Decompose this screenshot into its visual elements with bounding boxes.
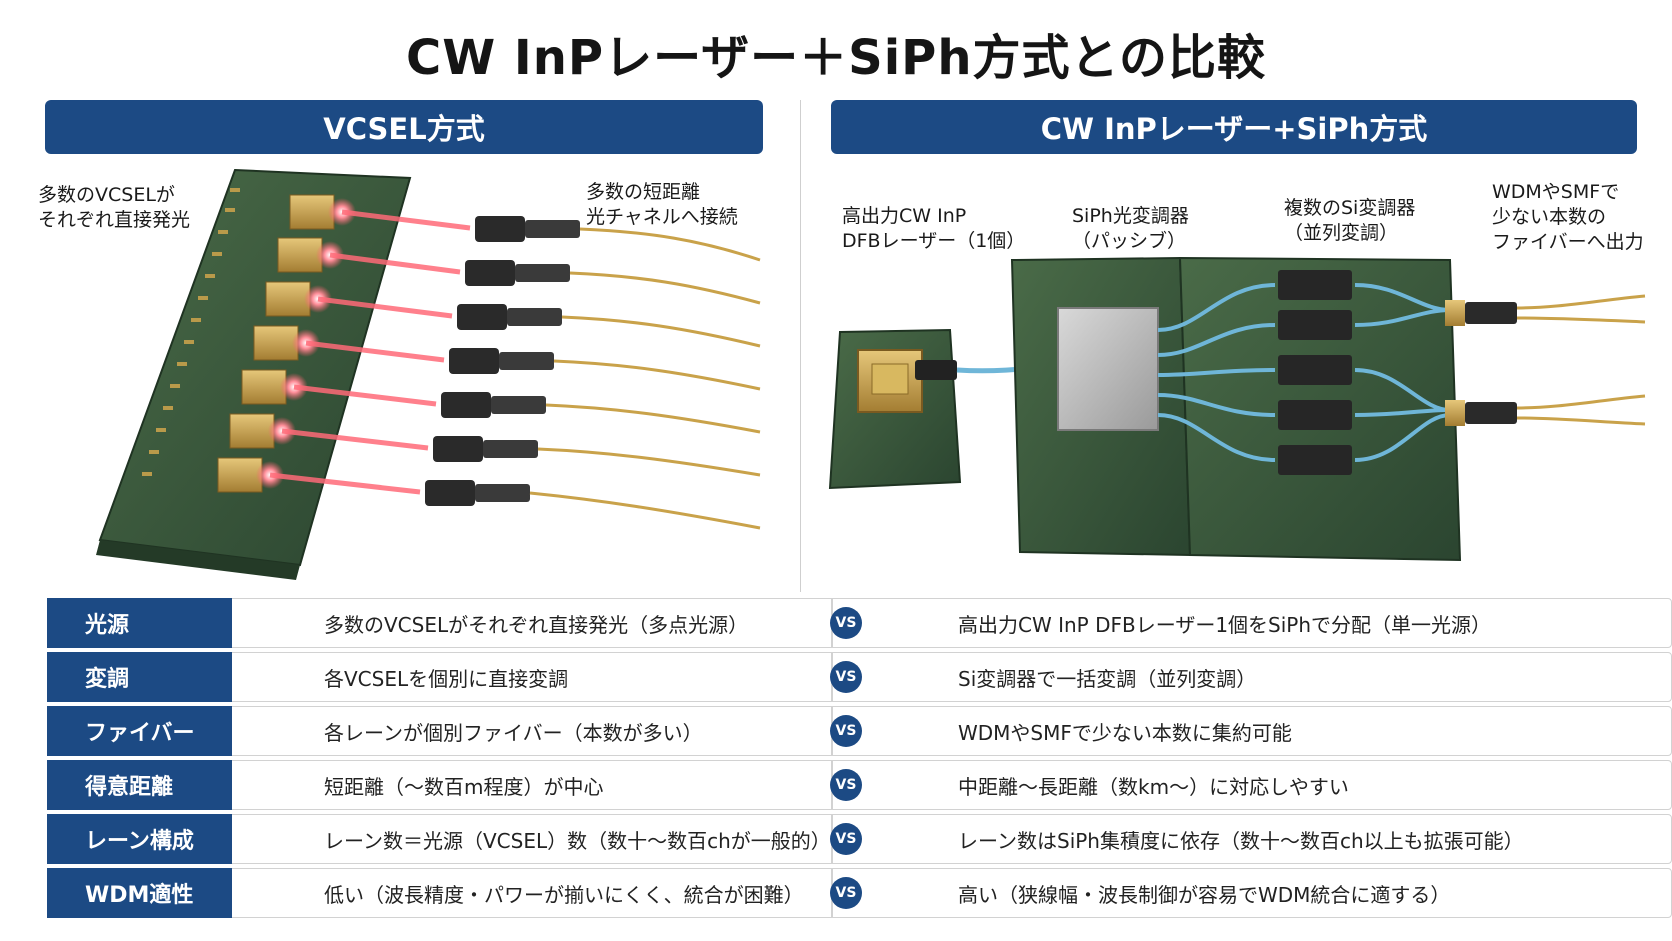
vcsel-channel <box>265 281 761 348</box>
row-label: ファイバー <box>47 706 232 756</box>
callout-wdm-output: WDMやSMFで 少ない本数の ファイバーへ出力 <box>1492 181 1644 253</box>
table-row: WDM適性 低い（波長精度・パワーが揃いにくく、統合が困難） 高い（狭線幅・波長… <box>47 868 1672 918</box>
vcsel-cell: レーン数＝光源（VCSEL）数（数十〜数百chが一般的） <box>232 814 832 864</box>
si-modulators <box>1278 270 1352 475</box>
table-row: 光源 多数のVCSELがそれぞれ直接発光（多点光源） 高出力CW InP DFB… <box>47 598 1672 648</box>
callout-vcsel-sources: 多数のVCSELが それぞれ直接発光 <box>38 184 191 231</box>
vcsel-channel <box>253 325 761 391</box>
vcsel-channel <box>241 369 761 434</box>
panel-divider <box>800 100 801 592</box>
waveguides <box>1157 283 1451 462</box>
vcsel-channel <box>217 457 761 530</box>
siph-board <box>1010 256 1462 562</box>
si-modulator <box>1278 445 1352 475</box>
siph-cell: 高い（狭線幅・波長制御が容易でWDM統合に適する） <box>832 868 1672 918</box>
row-label: レーン構成 <box>47 814 232 864</box>
vs-badge: VS <box>830 877 862 909</box>
vcsel-cell: 各レーンが個別ファイバー（本数が多い） <box>232 706 832 756</box>
vcsel-cell: 多数のVCSELがそれぞれ直接発光（多点光源） <box>232 598 832 648</box>
siph-splitter-chip <box>1057 307 1159 431</box>
illustration <box>96 168 1646 580</box>
vcsel-channel <box>229 413 761 477</box>
vs-badge: VS <box>830 715 862 747</box>
vs-badge: VS <box>830 823 862 855</box>
siph-cell: WDMやSMFで少ない本数に集約可能 <box>832 706 1672 756</box>
vcsel-channel <box>277 237 761 305</box>
callout-si-modulators: 複数のSi変調器 （並列変調） <box>1284 197 1416 244</box>
table-row: ファイバー 各レーンが個別ファイバー（本数が多い） WDMやSMFで少ない本数に… <box>47 706 1672 756</box>
vcsel-cell: 短距離（〜数百m程度）が中心 <box>232 760 832 810</box>
vcsel-section-header: VCSEL方式 <box>45 100 763 154</box>
siph-section-header: CW InPレーザー+SiPh方式 <box>831 100 1637 154</box>
si-modulator <box>1278 310 1352 340</box>
siph-cell: 高出力CW InP DFBレーザー1個をSiPhで分配（単一光源） <box>832 598 1672 648</box>
si-modulator <box>1278 400 1352 430</box>
table-row: 変調 各VCSELを個別に直接変調 Si変調器で一括変調（並列変調） VS <box>47 652 1672 702</box>
table-row: 得意距離 短距離（〜数百m程度）が中心 中距離〜長距離（数km〜）に対応しやすい… <box>47 760 1672 810</box>
row-label: WDM適性 <box>47 868 232 918</box>
vcsel-channels <box>217 194 761 530</box>
callout-short-channels: 多数の短距離 光チャネルへ接続 <box>586 181 738 228</box>
vs-badge: VS <box>830 661 862 693</box>
output-connectors <box>1445 294 1646 426</box>
vcsel-cell: 各VCSELを個別に直接変調 <box>232 652 832 702</box>
table-row: レーン構成 レーン数＝光源（VCSEL）数（数十〜数百chが一般的） レーン数は… <box>47 814 1672 864</box>
siph-cell: レーン数はSiPh集積度に依存（数十〜数百ch以上も拡張可能） <box>832 814 1672 864</box>
page-title: CW InPレーザー＋SiPh方式との比較 <box>405 30 1267 86</box>
vcsel-cell: 低い（波長精度・パワーが揃いにくく、統合が困難） <box>232 868 832 918</box>
callout-siph-splitter: SiPh光変調器 （パッシブ） <box>1072 205 1189 252</box>
si-modulator <box>1278 270 1352 300</box>
callout-dfb-laser: 高出力CW InP DFBレーザー（1個） <box>842 205 1026 252</box>
vcsel-channel <box>289 194 761 262</box>
si-modulator <box>1278 355 1352 385</box>
vs-badge: VS <box>830 607 862 639</box>
row-label: 光源 <box>47 598 232 648</box>
laser-board <box>828 328 962 490</box>
siph-cell: Si変調器で一括変調（並列変調） <box>832 652 1672 702</box>
row-label: 得意距離 <box>47 760 232 810</box>
row-label: 変調 <box>47 652 232 702</box>
vs-badge: VS <box>830 769 862 801</box>
siph-cell: 中距離〜長距離（数km〜）に対応しやすい <box>832 760 1672 810</box>
